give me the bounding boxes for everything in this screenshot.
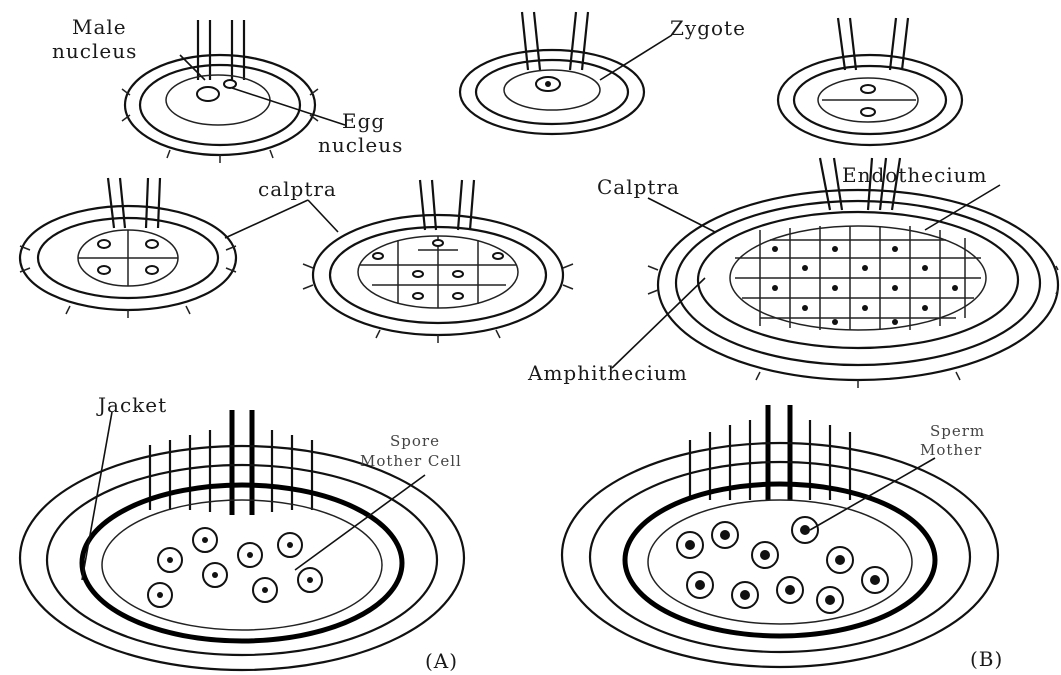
spore-core bbox=[825, 595, 835, 605]
lower-nucleus bbox=[861, 108, 875, 116]
stage-four-celled bbox=[20, 178, 236, 318]
pointer-endothecium bbox=[925, 185, 1000, 230]
spore-mother-cell-nucleus bbox=[247, 552, 253, 558]
label-egg-nucleus-1: Egg bbox=[342, 109, 385, 133]
spore-mother-cell-nucleus bbox=[307, 577, 313, 583]
cell-nucleus bbox=[802, 305, 808, 311]
quadrant-nucleus bbox=[146, 266, 158, 274]
quadrant-nucleus bbox=[98, 266, 110, 274]
pointer-calptra-right bbox=[308, 200, 338, 232]
label-amphithecium: Amphithecium bbox=[527, 361, 688, 385]
label-male-nucleus-1: Male bbox=[72, 15, 127, 39]
neck-canal bbox=[198, 20, 244, 80]
label-sperm-2: Mother bbox=[920, 441, 982, 459]
label-zygote: Zygote bbox=[670, 16, 746, 40]
quadrant-nucleus bbox=[98, 240, 110, 248]
venter-cell-walls bbox=[648, 266, 1058, 388]
label-egg-nucleus-2: nucleus bbox=[318, 133, 403, 157]
label-male-nucleus-2: nucleus bbox=[52, 39, 137, 63]
cell-nucleus bbox=[373, 253, 383, 259]
spore-mother-cell-nucleus bbox=[202, 537, 208, 543]
cell-nucleus bbox=[413, 293, 423, 299]
stage-zygote bbox=[460, 12, 672, 134]
label-calptra: calptra bbox=[258, 177, 337, 201]
label-spore-mother-cell-1: Spore bbox=[390, 432, 440, 450]
male-nucleus bbox=[197, 87, 219, 101]
cell-nucleus bbox=[413, 271, 423, 277]
stage-fertilization bbox=[122, 20, 345, 163]
label-spore-mother-cell-2: Mother Cell bbox=[360, 452, 462, 470]
cell-nucleus bbox=[772, 246, 778, 252]
jacket-layer bbox=[625, 484, 935, 636]
spore-core bbox=[740, 590, 750, 600]
amphithecium-layer bbox=[698, 212, 1018, 348]
spore-cavity bbox=[648, 500, 912, 624]
spore-mother-cell-nucleus bbox=[167, 557, 173, 563]
neck-canal bbox=[108, 178, 160, 228]
cell-nucleus bbox=[433, 240, 443, 246]
spore-core bbox=[760, 550, 770, 560]
label-panel-b: (B) bbox=[970, 647, 1003, 671]
cell-nucleus bbox=[862, 305, 868, 311]
stage-multicellular bbox=[303, 180, 573, 343]
spore-core bbox=[720, 530, 730, 540]
spore-core bbox=[835, 555, 845, 565]
endothecium-cell-walls bbox=[735, 226, 981, 330]
venter-middle bbox=[140, 65, 300, 145]
label-jacket: Jacket bbox=[96, 393, 167, 417]
label-endothecium: Endothecium bbox=[842, 163, 988, 187]
spore-mother-cell-nucleus bbox=[287, 542, 293, 548]
cell-nucleus bbox=[832, 285, 838, 291]
cell-nucleus bbox=[493, 253, 503, 259]
stage-two-celled bbox=[778, 18, 962, 145]
label-sperm-1: Sperm bbox=[930, 422, 985, 440]
venter-outer bbox=[460, 50, 644, 134]
quadrant-nucleus bbox=[146, 240, 158, 248]
second-nucleus bbox=[224, 80, 236, 88]
cell-nucleus bbox=[892, 319, 898, 325]
label-panel-a: (A) bbox=[425, 649, 458, 673]
venter-outer bbox=[125, 55, 315, 155]
cell-nucleus bbox=[453, 271, 463, 277]
cell-nucleus bbox=[862, 265, 868, 271]
cell-nucleus bbox=[922, 265, 928, 271]
cell-nucleus bbox=[892, 285, 898, 291]
pointer-sperm-mother bbox=[810, 458, 935, 530]
pointer-calptra-left bbox=[225, 200, 308, 238]
cell-nucleus bbox=[922, 305, 928, 311]
cell-nucleus bbox=[892, 246, 898, 252]
venter-outer bbox=[658, 190, 1058, 380]
cell-nucleus bbox=[832, 246, 838, 252]
cell-nucleus bbox=[772, 285, 778, 291]
neck-canal bbox=[838, 18, 908, 70]
spore-mother-cell-nucleus bbox=[212, 572, 218, 578]
neck-canal bbox=[420, 180, 474, 230]
spore-mother-cell-nucleus bbox=[157, 592, 163, 598]
spore-core bbox=[800, 525, 810, 535]
spore-core bbox=[695, 580, 705, 590]
pointer-calptra bbox=[648, 198, 715, 232]
cell-nucleus bbox=[832, 319, 838, 325]
cell-nucleus bbox=[952, 285, 958, 291]
egg-cell bbox=[166, 75, 270, 125]
pointer-male-nucleus bbox=[180, 55, 205, 80]
pointer-spore-mother-cell bbox=[295, 475, 425, 570]
spore-core bbox=[870, 575, 880, 585]
upper-nucleus bbox=[861, 85, 875, 93]
label-calptra-upper: Calptra bbox=[597, 175, 680, 199]
cell-nucleus bbox=[802, 265, 808, 271]
spore-mother-cell-nucleus bbox=[262, 587, 268, 593]
spore-core bbox=[685, 540, 695, 550]
cell-nucleus bbox=[453, 293, 463, 299]
zygote-nucleolus bbox=[545, 81, 551, 87]
pointer-jacket bbox=[82, 412, 112, 580]
spore-core bbox=[785, 585, 795, 595]
